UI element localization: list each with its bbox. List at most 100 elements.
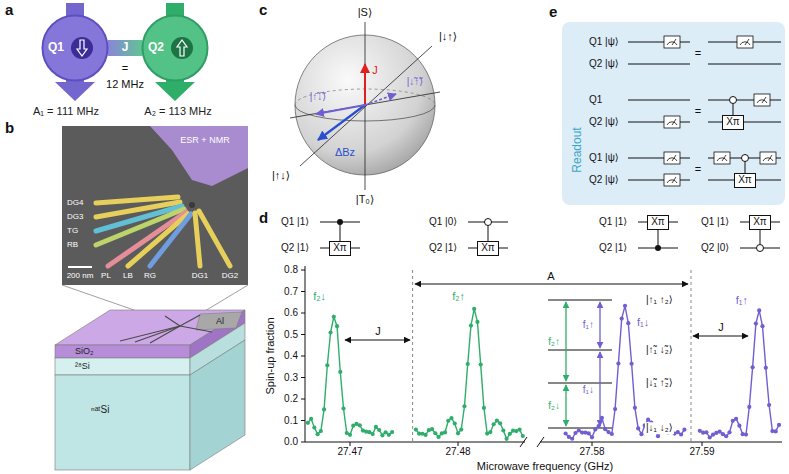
transition-label: f₂↑ [547,336,561,348]
qubit-circle: Q1 [41,14,109,82]
state-label: |T₀⟩ [355,193,375,206]
gate-label: RG [143,271,157,280]
gate-fan [150,326,180,343]
data-point [469,323,473,327]
data-point [462,404,466,408]
plot-axis [305,442,525,443]
data-point [505,437,509,441]
circuit-wire [628,180,690,181]
data-point [322,407,326,411]
meter-symbol [737,36,753,48]
data-point [737,424,741,428]
gate-fan [180,326,212,332]
data-point [764,366,768,370]
plot-axis [301,356,305,357]
splitting-label: J [717,321,725,334]
qubit-label: Q2 |0⟩ [700,242,730,254]
data-point [774,429,778,433]
data-point [646,418,650,422]
data-point [633,406,637,410]
splitting-label: A [546,270,555,283]
spectrum-peak [564,304,687,441]
axis-tick-label: 0.0 [283,436,299,448]
circuit-wire [628,122,690,123]
data-point [623,304,627,308]
data-point [501,428,505,432]
axis-title: Microwave frequency (GHz) [476,460,614,473]
data-point [338,370,342,374]
axis-tick-label: 27.48 [444,446,471,458]
equals-sign: = [694,163,702,176]
reference-line [412,270,413,442]
panel-letter: b [4,119,15,136]
node-label: Q2 [148,41,164,55]
nucleus-dot [71,37,93,59]
data-point [727,430,731,434]
data-point [312,425,316,429]
axis-tick-label: 27.47 [336,446,363,458]
level-label: |↓̃₁ ↑̃₂⟩ [645,377,674,389]
data-point [479,362,483,366]
data-point [449,416,453,420]
data-point [446,419,450,423]
data-point [433,431,437,435]
circuit-wire [708,122,781,123]
data-point [754,321,758,325]
data-point [777,423,781,427]
control-dot [337,219,343,225]
control-dot [655,245,661,251]
layer-label: SiO₂ [74,346,95,356]
data-point [348,433,352,437]
axis-tick-label: 0.1 [283,415,299,427]
circuit-wire [628,100,690,101]
axis-tick-label: 0.4 [283,350,299,362]
circuit-wire [708,64,781,65]
data-point [332,315,336,319]
state-label: |S⟩ [357,6,374,19]
gate-electrode [150,214,191,266]
qubit-label: Q2 |1⟩ [280,242,310,254]
bloch-sphere [290,22,440,190]
energy-level [548,428,612,429]
splitting-label: J [374,325,382,338]
gate-box: Xπ [734,173,756,188]
transition-label: f₁↓ [582,384,595,396]
gate-fan [120,315,212,343]
circuit-wire [628,64,690,65]
plot-axis [301,377,305,378]
hyperfine-label: A₁ = 111 MHz [32,105,100,118]
data-point [639,432,643,436]
energy-level [548,300,612,428]
vector-label: ΔBz [334,146,356,159]
peak-label: f₁↓ [636,316,650,329]
control-dot [742,155,749,162]
spectrum-peak [698,308,781,439]
axis-tick-label: 0.8 [283,264,299,276]
gate-label: DG2 [221,271,239,280]
spectrum-line [308,317,392,436]
data-point [436,435,440,439]
level-label: |↑̃₁ ↓̃₂⟩ [645,344,674,356]
node-label: Xπ [651,216,665,228]
data-point [309,417,313,421]
data-point [587,431,591,435]
plot-axis [520,437,527,447]
gate-label: TG [66,226,79,235]
bloch-sphere [300,46,432,166]
peak-label: f₂↓ [312,290,327,303]
data-point [374,425,378,429]
spectrum-peak [306,315,394,438]
data-point [682,428,686,432]
reference-line [691,270,692,442]
axis-tick-label: 0.7 [283,286,299,298]
data-point [708,435,712,439]
data-point [751,365,755,369]
qubit-label: Q1 |ψ⟩ [588,36,620,48]
data-point [335,324,339,328]
scale-bar [68,266,92,268]
splitting-arrow [693,336,748,337]
material-label: Al [215,316,225,326]
plot-axis [301,334,305,335]
chip-block [55,358,190,375]
